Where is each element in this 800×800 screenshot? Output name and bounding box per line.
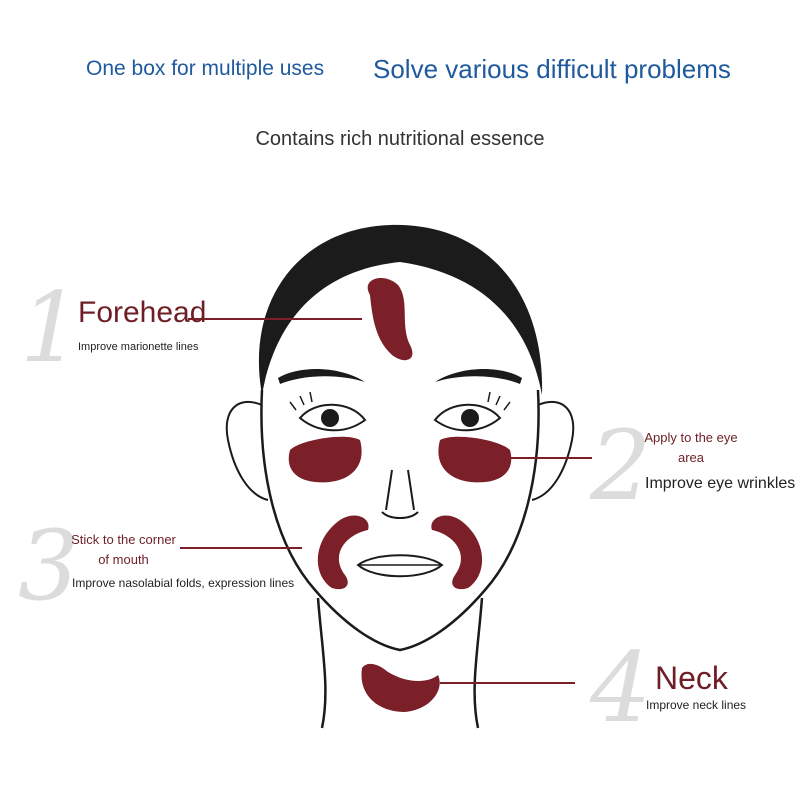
right-ear [531,400,575,501]
forehead-patch [367,277,413,361]
header-left-text: One box for multiple uses [86,57,325,80]
left-eye-patch [288,436,362,483]
face-outline [260,389,540,652]
mouth-corner-desc: Improve nasolabial folds, expression lin… [72,576,295,590]
nose [381,469,419,519]
forehead-desc: Improve marionette lines [78,341,199,353]
right-eye-patch [438,436,512,483]
forehead-title: Forehead [78,296,207,329]
right-eyebrow [435,369,522,384]
left-ear [225,400,269,501]
eye-area-title: Apply to the eye area [644,430,738,465]
eye-area-desc: Improve eye wrinkles [645,475,796,492]
right-mouth-patch [431,515,483,590]
header-right-text: Solve various difficult problems [373,54,731,84]
neck-desc: Improve neck lines [646,698,747,712]
hair [258,224,543,395]
neck-left [316,597,327,729]
left-mouth-patch [317,515,369,590]
neck-title: Neck [655,660,728,696]
number-4: 4 [590,632,652,744]
left-eyebrow [278,369,365,384]
number-1: 1 [20,272,82,384]
neck-right [473,597,484,729]
subtitle: Contains rich nutritional essence [255,128,545,150]
number-3: 3 [18,510,80,622]
neck-patch [361,663,440,712]
number-2: 2 [590,410,652,522]
mouth-corner-title: Stick to the corner of mouth [71,532,176,567]
